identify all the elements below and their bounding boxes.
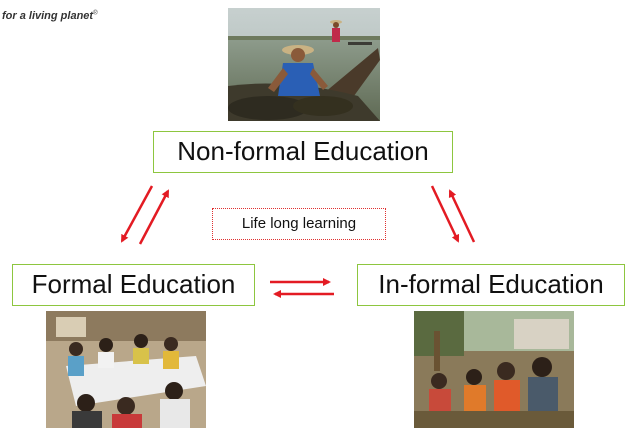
arrow-formal-to-nonformal: [138, 189, 170, 245]
fisherman-photo: [228, 8, 380, 121]
tagline-text: for a living planet: [2, 10, 94, 22]
arrow-informal-to-nonformal: [448, 189, 476, 243]
life-long-learning-label: Life long learning: [212, 208, 386, 240]
arrow-nonformal-to-informal: [430, 185, 460, 243]
non-formal-education-box: Non-formal Education: [153, 131, 453, 173]
registered-mark: ®: [93, 10, 98, 17]
arrow-nonformal-to-formal: [120, 185, 154, 243]
classroom-meeting-photo: [46, 311, 206, 428]
children-outdoors-photo: [414, 311, 574, 428]
informal-education-box: In-formal Education: [357, 264, 625, 306]
brand-tagline: for a living planet®: [2, 10, 98, 22]
formal-education-box: Formal Education: [12, 264, 255, 306]
